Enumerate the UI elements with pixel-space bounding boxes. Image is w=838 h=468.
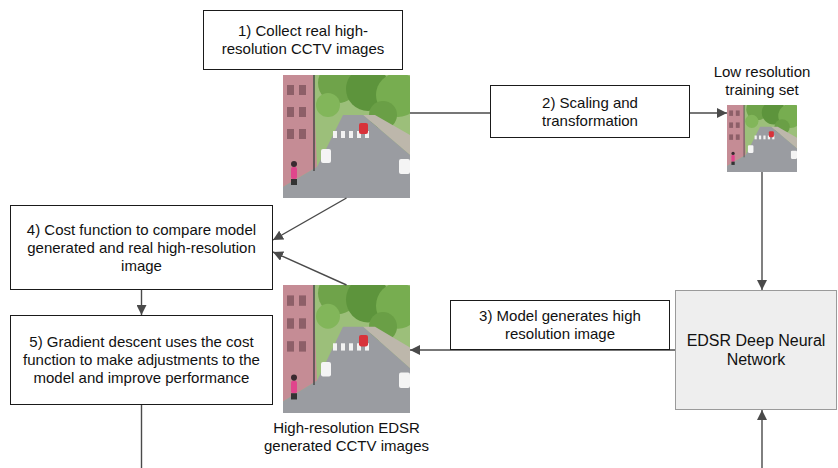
photo-node: High-resolution EDSR generated CCTV imag…: [283, 285, 410, 413]
step-box: 1) Collect real high-resolution CCTV ima…: [203, 10, 403, 70]
flow-arrow: [761, 172, 762, 290]
image-caption: Low resolution training set: [697, 63, 827, 99]
box-text: 4) Cost function to compare model genera…: [21, 221, 262, 275]
photo-node: Low resolution training set: [727, 105, 797, 172]
photo-node: 1) Collect real high-resolution CCTV ima…: [283, 75, 410, 198]
image-caption: High-resolution EDSR generated CCTV imag…: [256, 419, 437, 455]
process-box: 5) Gradient descent uses the cost functi…: [10, 315, 273, 405]
flow-arrow: [142, 405, 763, 468]
flow-arrow: [141, 290, 142, 315]
network-box: EDSR Deep Neural Network: [675, 290, 837, 410]
step-label: 2) Scaling and transformation: [490, 85, 690, 138]
generated-photo: [283, 285, 410, 413]
process-box: 4) Cost function to compare model genera…: [10, 205, 273, 290]
cctv-photo: [283, 75, 410, 198]
flow-arrow: [273, 252, 347, 285]
box-text: 5) Gradient descent uses the cost functi…: [21, 333, 262, 387]
low-res-photo: [727, 105, 797, 172]
flow-arrow: [273, 198, 347, 240]
box-text: EDSR Deep Neural Network: [686, 331, 826, 369]
step-label: 3) Model generates high resolution image: [450, 300, 670, 350]
